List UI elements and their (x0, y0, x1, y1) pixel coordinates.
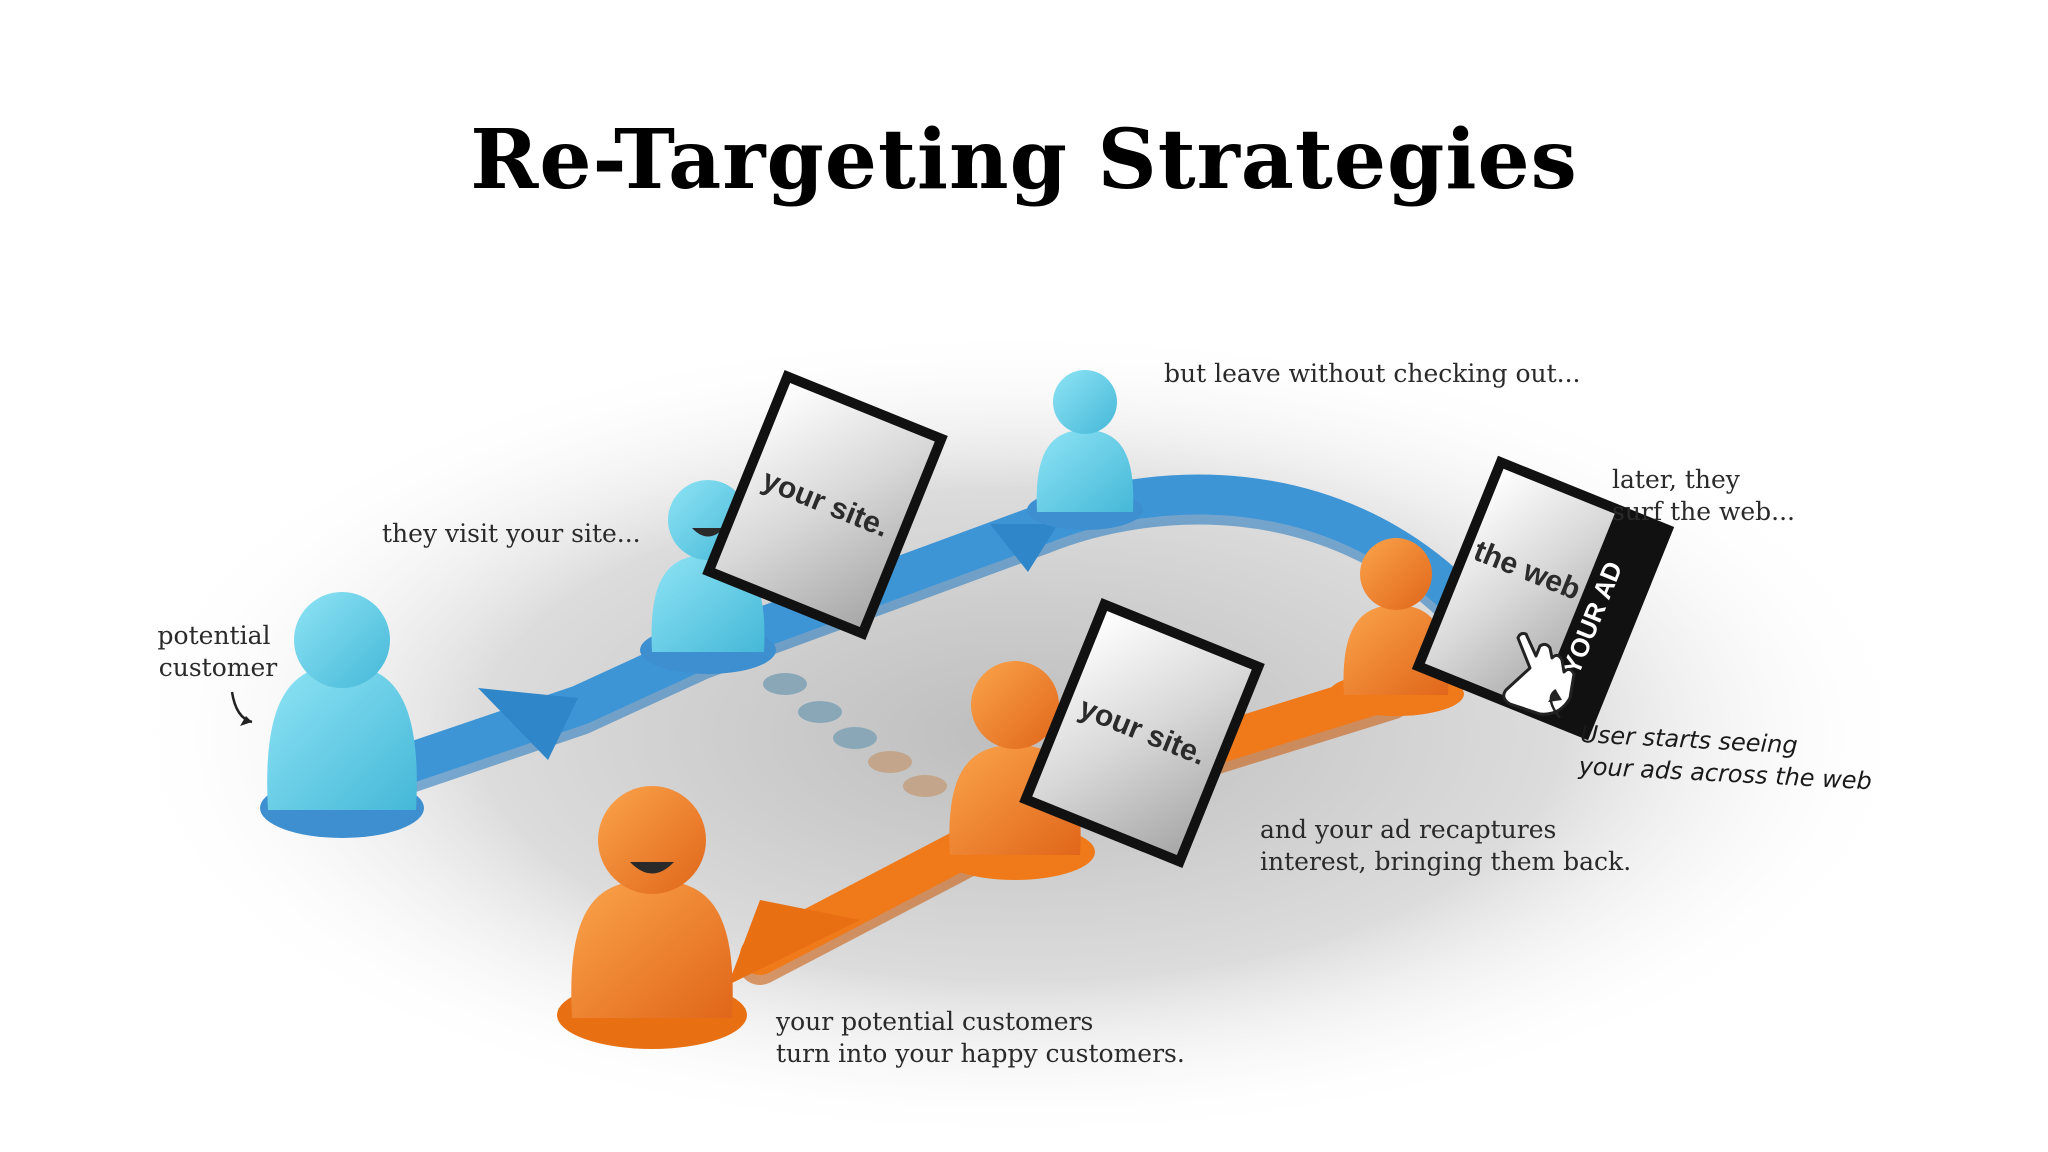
label-happy: your potential customers turn into your … (775, 1007, 1185, 1068)
figure-happy-customer (571, 786, 733, 1018)
figure-leaving (1036, 370, 1134, 512)
blue-arrow-2 (990, 524, 1058, 572)
label-leave: but leave without checking out... (1164, 359, 1580, 388)
slide-title: Re-Targeting Strategies (470, 112, 1578, 208)
screen-site-bottom: your site. (1019, 598, 1265, 868)
label-surf: later, they surf the web... (1612, 465, 1795, 526)
orange-arrowhead (728, 900, 860, 985)
figure-potential-customer (267, 592, 417, 810)
dotted-trail (763, 673, 947, 797)
arrow-to-customer-head (240, 716, 252, 726)
label-potential-customer: potential customer (158, 621, 279, 682)
blue-arrow-1 (478, 688, 578, 760)
label-recapture: and your ad recaptures interest, bringin… (1260, 815, 1631, 876)
arrow-to-ad-head (1548, 690, 1562, 702)
label-visit-site: they visit your site... (382, 519, 641, 548)
screen-site-top: your site. (702, 370, 948, 640)
